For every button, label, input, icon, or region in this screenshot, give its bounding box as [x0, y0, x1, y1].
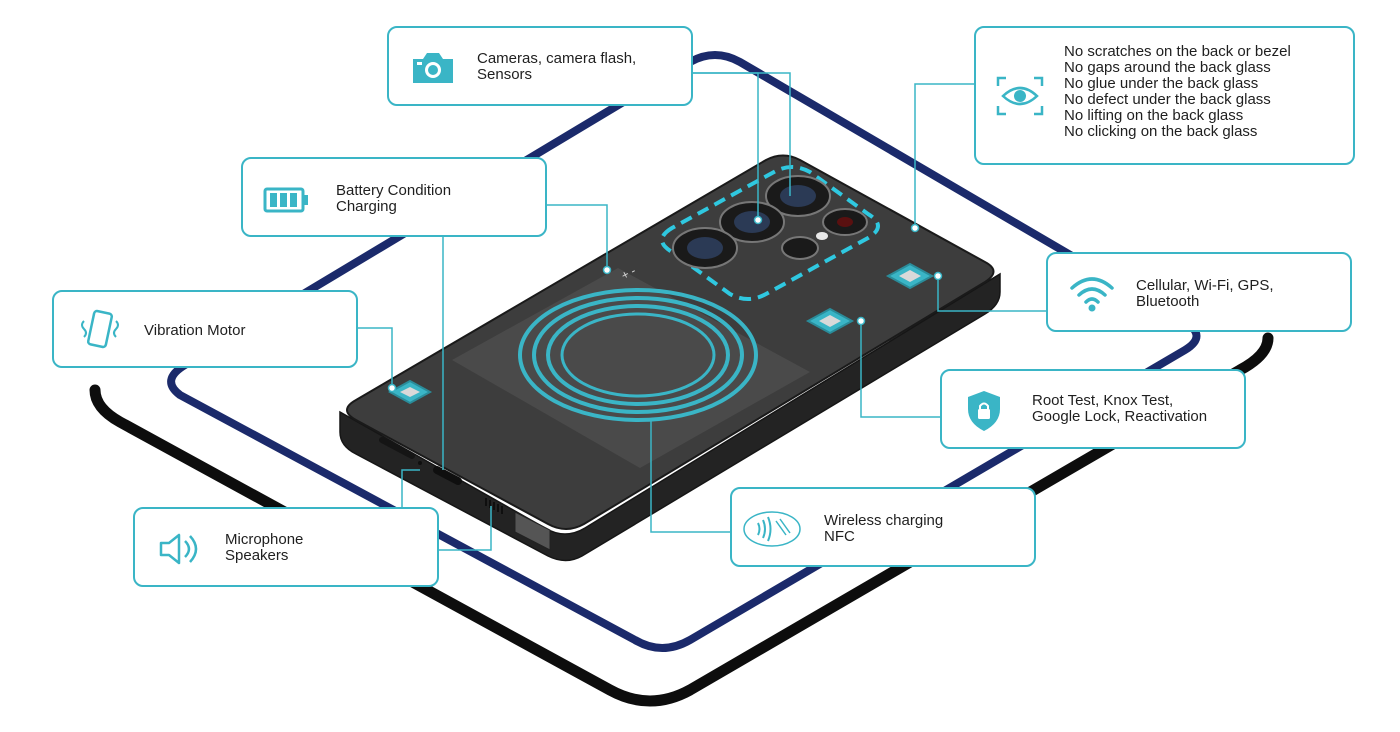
speaker-grille — [485, 498, 503, 514]
cameras-line-2: Sensors — [477, 66, 533, 83]
callout-vibration: Vibration Motor — [52, 290, 358, 368]
callout-security: Root Test, Knox Test, Google Lock, React… — [940, 369, 1246, 449]
phone-markings: + - — [619, 264, 638, 283]
phone-illustration: + - — [339, 154, 1001, 562]
callout-battery: Battery Condition Charging — [241, 157, 547, 237]
cameras-line-1: Cameras, camera flash, — [477, 50, 637, 67]
callout-wireless: Wireless charging NFC — [730, 487, 1036, 567]
s-pen-slot — [514, 511, 551, 551]
callout-back-glass: No scratches on the back or bezel No gap… — [974, 26, 1355, 165]
contactless-icon — [743, 511, 801, 547]
back-glass-line-3: No glue under the back glass — [1064, 75, 1259, 92]
back-glass-line-6: No clicking on the back glass — [1064, 123, 1258, 140]
shield-lock-icon — [968, 391, 1000, 431]
vibration-label: Vibration Motor — [144, 322, 246, 339]
chip-right — [885, 262, 935, 290]
speaker-icon — [159, 533, 198, 565]
callout-cameras: Cameras, camera flash, Sensors — [387, 26, 693, 106]
back-glass-line-2: No gaps around the back glass — [1064, 59, 1271, 76]
back-glass-line-5: No lifting on the back glass — [1064, 107, 1244, 124]
wifi-icon — [1070, 277, 1114, 312]
leader-dots — [387, 215, 943, 393]
security-line-2: Google Lock, Reactivation — [1032, 408, 1208, 425]
outer-black-frame — [89, 332, 1274, 707]
leader-lines — [357, 72, 1047, 551]
battery-icon — [263, 187, 308, 213]
eye-scan-icon — [996, 76, 1044, 116]
charging-coil — [518, 288, 758, 422]
mic-hole — [418, 461, 422, 465]
back-glass-line-4: No defect under the back glass — [1064, 91, 1271, 108]
camera-module-outline — [660, 165, 880, 301]
chip-left — [387, 379, 433, 405]
camera-lenses — [672, 175, 868, 269]
microphone-line-2: Speakers — [225, 547, 289, 564]
chip-center — [805, 307, 855, 335]
sim-tray — [379, 437, 415, 459]
security-line-1: Root Test, Knox Test, — [1032, 392, 1174, 409]
battery-line-1: Battery Condition — [336, 182, 452, 199]
wireless-line-2: NFC — [824, 528, 855, 545]
wireless-line-1: Wireless charging — [824, 512, 944, 529]
callout-connectivity: Cellular, Wi-Fi, GPS, Bluetooth — [1046, 252, 1352, 332]
vibrating-phone-icon — [81, 309, 119, 349]
callout-microphone: Microphone Speakers — [133, 507, 439, 587]
microphone-line-1: Microphone — [225, 531, 304, 548]
battery-line-2: Charging — [336, 198, 397, 215]
camera-icon — [413, 53, 453, 83]
usb-c-port — [433, 466, 462, 485]
connectivity-line-1: Cellular, Wi-Fi, GPS, — [1136, 277, 1274, 294]
back-glass-line-1: No scratches on the back or bezel — [1064, 43, 1291, 60]
connectivity-line-2: Bluetooth — [1136, 293, 1200, 310]
phone-side-edge — [339, 272, 1001, 562]
